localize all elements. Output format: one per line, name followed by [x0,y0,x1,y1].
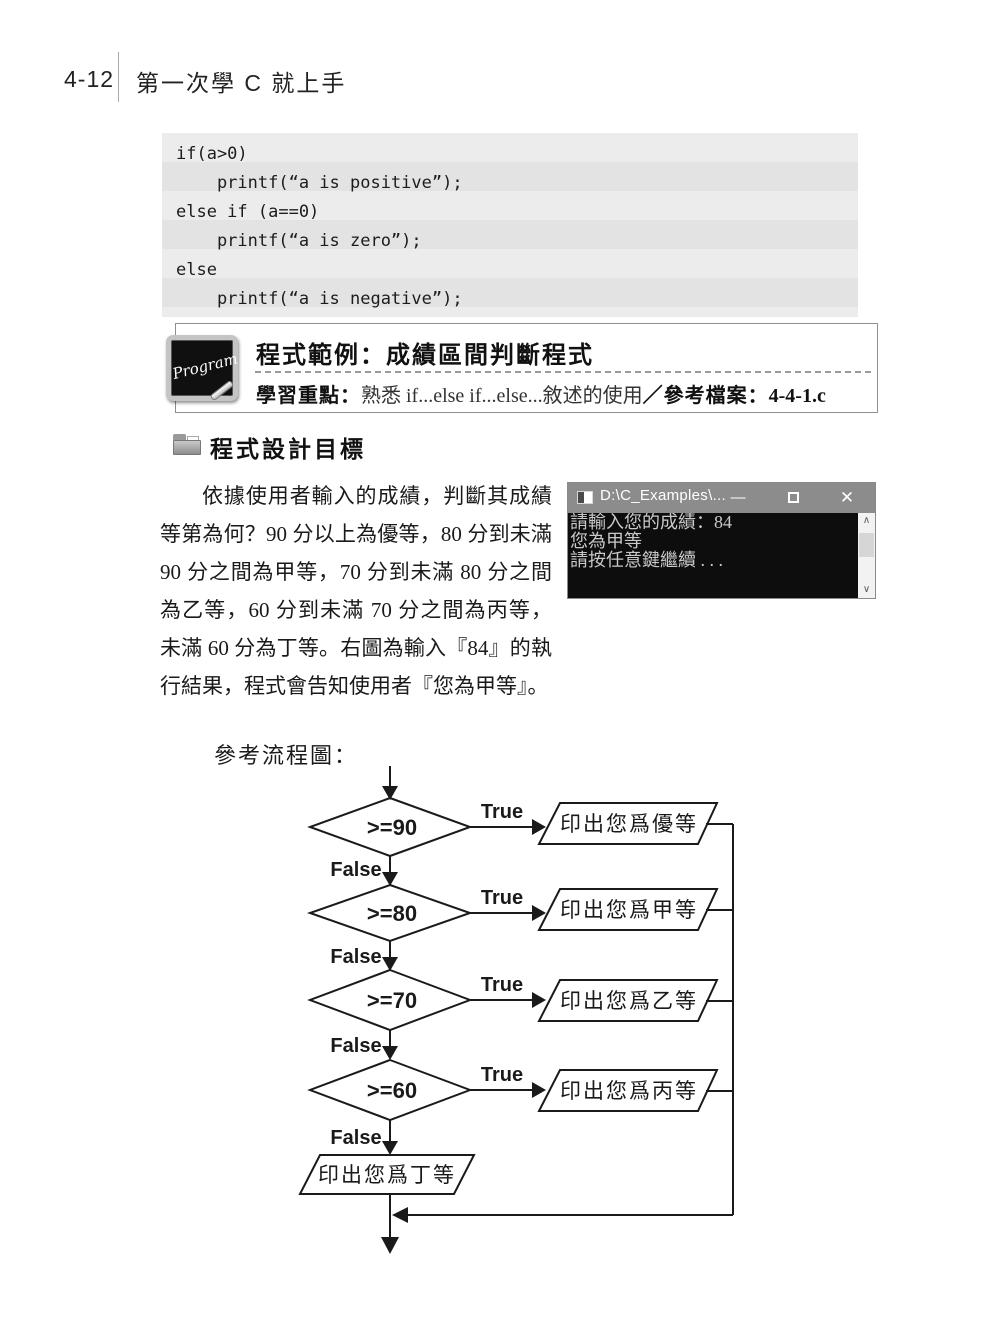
console-title: D:\C_Examples\... [600,487,726,504]
flow-start-arrow [382,766,398,800]
dashed-divider [255,371,871,373]
decision-condition: >=90 [367,815,417,840]
scroll-up-icon[interactable]: ∧ [862,515,871,526]
console-titlebar[interactable]: D:\C_Examples\... — ✕ [568,483,875,513]
example-learning-line: 學習重點：熟悉 if...else if...else...敘述的使用／參考檔案… [256,379,826,408]
true-label: True [481,974,523,996]
console-app-icon [577,491,593,504]
flowchart: >=90 True 印出您爲優等 False >=80 True 印出您爲甲等 … [298,766,734,1254]
console-window: D:\C_Examples\... — ✕ 請輸入您的成績：84 您為甲等 請按… [568,483,875,598]
scroll-down-icon[interactable]: ∨ [862,584,871,595]
maximize-icon [787,492,799,503]
true-label: True [481,801,523,823]
console-output: 請輸入您的成績：84 您為甲等 請按任意鍵繼續 . . . [568,513,875,598]
flowchart-caption: 參考流程圖： [214,743,359,768]
file-name: 4-4-1.c [768,385,826,407]
false-label: False [330,1127,381,1149]
false-label: False [330,859,381,881]
chalk-icon [209,379,235,402]
scrollbar-thumb[interactable] [859,533,874,557]
output-label: 印出您爲丁等 [318,1164,456,1187]
program-icon-label: Program [170,349,240,383]
decision-row: >=90 True 印出您爲優等 False [307,796,733,886]
decision-condition: >=80 [367,901,417,926]
code-line: if(a>0) [176,144,248,164]
console-line: 您為甲等 [570,531,642,551]
console-line: 請按任意鍵繼續 . . . [570,550,723,570]
default-output-shape: 印出您爲丁等 [298,1154,476,1195]
decision-row: >=80 True 印出您爲甲等 False [306,883,733,971]
code-block: if(a>0) printf(“a is positive”); else if… [162,133,858,317]
minimize-button[interactable]: — [730,489,746,506]
decision-condition: >=60 [367,1078,417,1103]
focus-label: 學習重點： [256,385,361,407]
maximize-button[interactable] [776,483,810,513]
false-label: False [330,946,381,968]
section-title: 程式設計目標 [210,436,366,462]
code-line: printf(“a is zero”); [176,231,422,251]
output-label: 印出您爲甲等 [560,899,698,922]
decision-row: >=70 True 印出您爲乙等 False [307,968,733,1060]
folder-icon [173,434,203,456]
true-label: True [481,887,523,909]
code-line: printf(“a is positive”); [176,173,463,193]
console-scrollbar[interactable]: ∧ ∨ [858,513,875,598]
close-button[interactable]: ✕ [839,488,855,507]
book-title: 第一次學 C 就上手 [136,70,347,96]
focus-text: 熟悉 if...else if...else...敘述的使用 [361,385,643,407]
output-label: 印出您爲優等 [560,813,698,836]
flow-merge-lines [381,824,734,1254]
true-label: True [481,1064,523,1086]
header-divider [118,52,119,102]
page-number: 4-12 [64,66,115,92]
false-label: False [330,1035,381,1057]
code-line: printf(“a is negative”); [176,289,463,309]
file-label: ／參考檔案： [642,385,769,407]
body-paragraph: 依據使用者輸入的成績，判斷其成績等第為何？90 分以上為優等，80 分到未滿 9… [160,484,552,698]
program-blackboard-icon: Program [166,335,240,402]
decision-condition: >=70 [367,988,417,1013]
console-line: 請輸入您的成績：84 [570,513,732,532]
decision-row: >=60 True 印出您爲丙等 False [307,1058,733,1155]
output-label: 印出您爲乙等 [560,990,698,1013]
code-line: else if (a==0) [176,202,320,222]
output-label: 印出您爲丙等 [560,1080,698,1103]
example-title: 程式範例：成績區間判斷程式 [256,342,594,369]
code-line: else [176,260,217,280]
program-example-box: Program 程式範例：成績區間判斷程式 學習重點：熟悉 if...else … [166,323,878,413]
